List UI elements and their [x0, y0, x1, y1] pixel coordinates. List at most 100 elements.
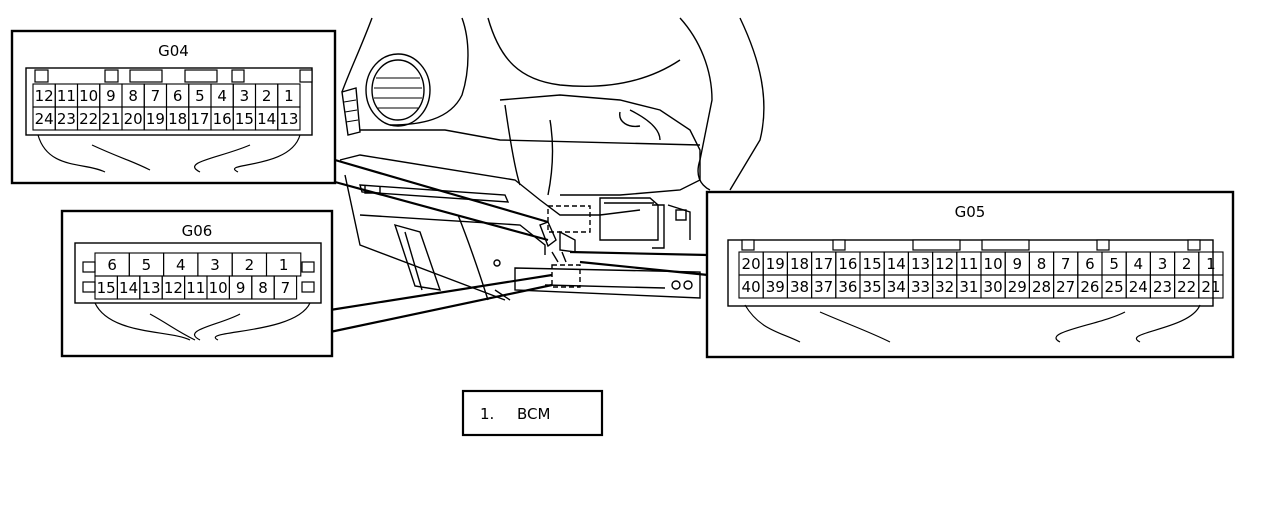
pin-label: 9: [1013, 255, 1023, 273]
connector-latch-tab: [82, 261, 96, 273]
pin-label: 3: [240, 87, 250, 105]
connector-latch-tab: [104, 69, 119, 83]
pin-label: 6: [173, 87, 183, 105]
pin-label: 15: [97, 279, 116, 297]
pin-cell: [277, 106, 301, 131]
pin-label: 25: [1105, 278, 1124, 296]
pin-label: 11: [57, 87, 76, 105]
pin-label: 4: [217, 87, 227, 105]
connector-body: [74, 242, 322, 304]
pin-label: 10: [984, 255, 1003, 273]
wire-curve: [234, 134, 301, 173]
connector-latch-tab: [184, 69, 218, 83]
pin-label: 18: [168, 110, 187, 128]
pin-label: 6: [107, 256, 117, 274]
pin-label: 20: [742, 255, 761, 273]
pin-label: 4: [176, 256, 186, 274]
pin-label: 14: [257, 110, 276, 128]
pin-label: 4: [1134, 255, 1144, 273]
pin-label: 8: [1037, 255, 1047, 273]
pin-label: 14: [119, 279, 138, 297]
connector-latch-tab: [299, 69, 313, 83]
pin-label: 5: [195, 87, 205, 105]
pin-label: 17: [814, 255, 833, 273]
wire-curve: [1055, 311, 1126, 343]
pin-label: 9: [106, 87, 116, 105]
wire-curve: [193, 313, 241, 341]
pin-label: 23: [57, 110, 76, 128]
wire-curve: [1136, 304, 1201, 343]
pin-label: 24: [1129, 278, 1148, 296]
pin-cell: [1198, 274, 1224, 299]
connector-latch-tab: [82, 281, 96, 293]
pin-label: 37: [814, 278, 833, 296]
wire-curve: [91, 144, 151, 171]
wire-curve: [37, 134, 106, 173]
pin-cell: [273, 275, 298, 300]
pin-label: 23: [1153, 278, 1172, 296]
pin-label: 10: [79, 87, 98, 105]
pin-label: 19: [146, 110, 165, 128]
pin-label: 9: [236, 279, 246, 297]
connector-latch-tab: [301, 281, 315, 293]
pin-label: 18: [790, 255, 809, 273]
wire-curve: [819, 311, 891, 343]
pin-label: 1: [1206, 255, 1216, 273]
dashboard-line-art: [339, 17, 765, 301]
pin-label: 10: [209, 279, 228, 297]
pin-label: 21: [1201, 278, 1220, 296]
connector-title: G05: [955, 203, 986, 221]
pin-label: 40: [742, 278, 761, 296]
pin-label: 2: [1182, 255, 1192, 273]
connector-latch-tab: [832, 239, 846, 251]
pin-label: 15: [863, 255, 882, 273]
pin-label: 29: [1008, 278, 1027, 296]
pin-label: 5: [1109, 255, 1119, 273]
pin-label: 8: [128, 87, 138, 105]
connector-latch-tab: [34, 69, 49, 83]
pin-label: 7: [151, 87, 161, 105]
connector-title: G04: [158, 42, 189, 60]
legend-number: 1.: [480, 405, 494, 423]
pin-label: 5: [142, 256, 152, 274]
connector-body: [25, 67, 313, 136]
pin-label: 7: [281, 279, 291, 297]
connector-latch-tab: [301, 261, 315, 273]
legend-frame: [461, 389, 604, 437]
pin-label: 22: [1177, 278, 1196, 296]
pin-label: 22: [79, 110, 98, 128]
pin-label: 28: [1032, 278, 1051, 296]
pin-label: 2: [245, 256, 255, 274]
pin-label: 19: [766, 255, 785, 273]
pin-label: 27: [1056, 278, 1075, 296]
pin-label: 24: [35, 110, 54, 128]
connector-latch-tab: [1187, 239, 1201, 251]
connector-latch-tab: [129, 69, 163, 83]
wire-curve: [744, 304, 801, 343]
pin-label: 12: [35, 87, 54, 105]
pin-label: 35: [863, 278, 882, 296]
pin-label: 3: [1158, 255, 1168, 273]
pin-label: 6: [1085, 255, 1095, 273]
pin-label: 16: [838, 255, 857, 273]
pin-label: 32: [935, 278, 954, 296]
pin-label: 13: [911, 255, 930, 273]
pin-label: 21: [101, 110, 120, 128]
pin-label: 8: [258, 279, 268, 297]
pin-label: 1: [284, 87, 294, 105]
connector-latch-tab: [741, 239, 755, 251]
pin-label: 13: [141, 279, 160, 297]
wire-curve: [194, 144, 251, 173]
pin-label: 15: [235, 110, 254, 128]
pin-label: 13: [279, 110, 298, 128]
pin-label: 3: [210, 256, 220, 274]
pin-label: 11: [959, 255, 978, 273]
legend-box: 1. BCM: [461, 389, 604, 437]
connector-latch-tab: [981, 239, 1030, 251]
pin-label: 16: [213, 110, 232, 128]
